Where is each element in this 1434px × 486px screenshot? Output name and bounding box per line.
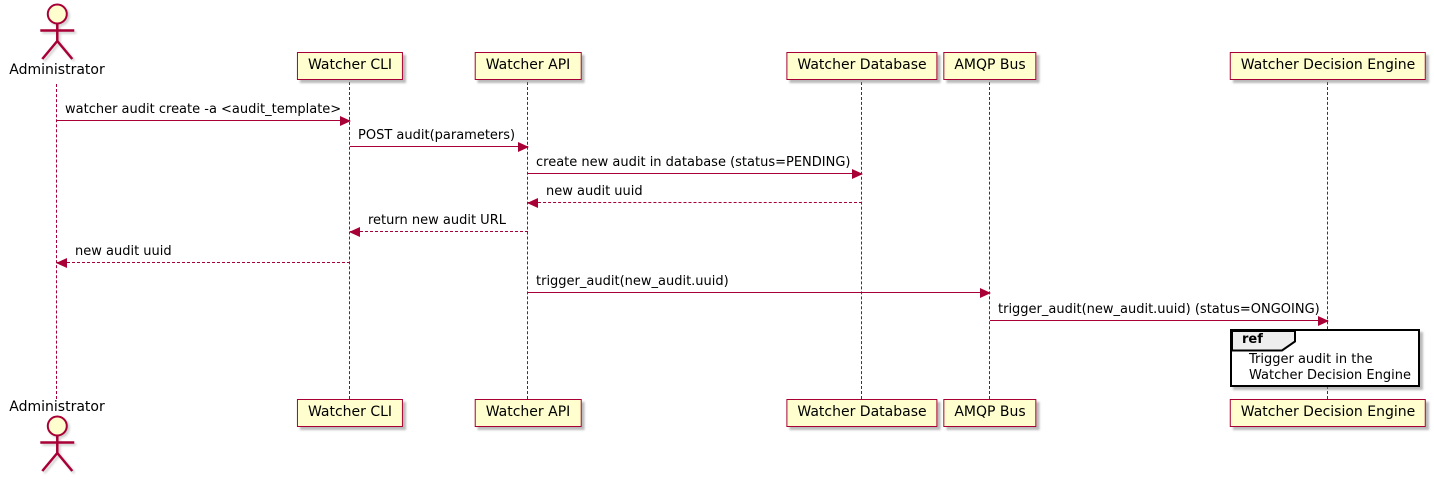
lifeline-amqp-bus <box>989 82 990 399</box>
participant-watcher-api-top: Watcher API <box>474 52 582 80</box>
arrowhead-icon <box>56 257 67 268</box>
message-label: POST audit(parameters) <box>358 128 516 143</box>
participant-watcher-api-bottom: Watcher API <box>474 399 582 427</box>
message-line <box>350 146 528 147</box>
actor-administrator-bottom: Administrator <box>9 399 105 475</box>
actor-icon <box>40 3 74 60</box>
ref-tab-pentagon-icon <box>1231 330 1296 352</box>
message-line <box>528 292 990 293</box>
ref-text-line: Watcher Decision Engine <box>1249 368 1411 383</box>
message-label: create new audit in database (status=PEN… <box>536 155 851 170</box>
ref-keyword: ref <box>1242 332 1263 347</box>
participant-watcher-cli-top: Watcher CLI <box>296 52 404 80</box>
arrowhead-icon <box>518 141 529 152</box>
message-line <box>528 202 862 203</box>
message-label: trigger_audit(new_audit.uuid) (status=ON… <box>998 302 1320 317</box>
ref-text-line: Trigger audit in the <box>1249 352 1373 367</box>
participant-watcher-decision-engine-bottom: Watcher Decision Engine <box>1229 399 1427 427</box>
message-label: return new audit URL <box>368 213 506 228</box>
arrowhead-icon <box>852 168 863 179</box>
actor-label: Administrator <box>9 62 105 78</box>
lifeline-watcher-database <box>861 82 862 399</box>
message-line <box>350 231 528 232</box>
participant-watcher-decision-engine-top: Watcher Decision Engine <box>1229 52 1427 80</box>
message-line <box>990 320 1328 321</box>
arrowhead-icon <box>349 226 360 237</box>
participant-amqp-bus-bottom: AMQP Bus <box>943 399 1037 427</box>
message-line <box>57 120 350 121</box>
actor-label: Administrator <box>9 399 105 415</box>
actor-icon <box>40 415 74 472</box>
arrowhead-icon <box>527 197 538 208</box>
participant-amqp-bus-top: AMQP Bus <box>943 52 1037 80</box>
participant-watcher-database-bottom: Watcher Database <box>786 399 938 427</box>
message-line <box>57 262 350 263</box>
arrowhead-icon <box>1318 315 1329 326</box>
arrowhead-icon <box>980 287 991 298</box>
participant-watcher-database-top: Watcher Database <box>786 52 938 80</box>
lifeline-watcher-cli <box>349 82 350 399</box>
lifeline-administrator <box>56 84 57 399</box>
message-label: trigger_audit(new_audit.uuid) <box>536 274 729 289</box>
participant-watcher-cli-bottom: Watcher CLI <box>296 399 404 427</box>
lifeline-watcher-decision-engine <box>1327 82 1328 399</box>
ref-fragment: ref Trigger audit in the Watcher Decisio… <box>1230 329 1420 387</box>
message-label: new audit uuid <box>546 184 643 199</box>
message-line <box>528 173 862 174</box>
actor-administrator-top: Administrator <box>9 3 105 78</box>
lifeline-watcher-api <box>527 82 528 399</box>
ref-text: Trigger audit in the Watcher Decision En… <box>1232 352 1418 384</box>
message-label: watcher audit create -a <audit_template> <box>65 102 342 117</box>
arrowhead-icon <box>340 115 351 126</box>
message-label: new audit uuid <box>75 244 172 259</box>
